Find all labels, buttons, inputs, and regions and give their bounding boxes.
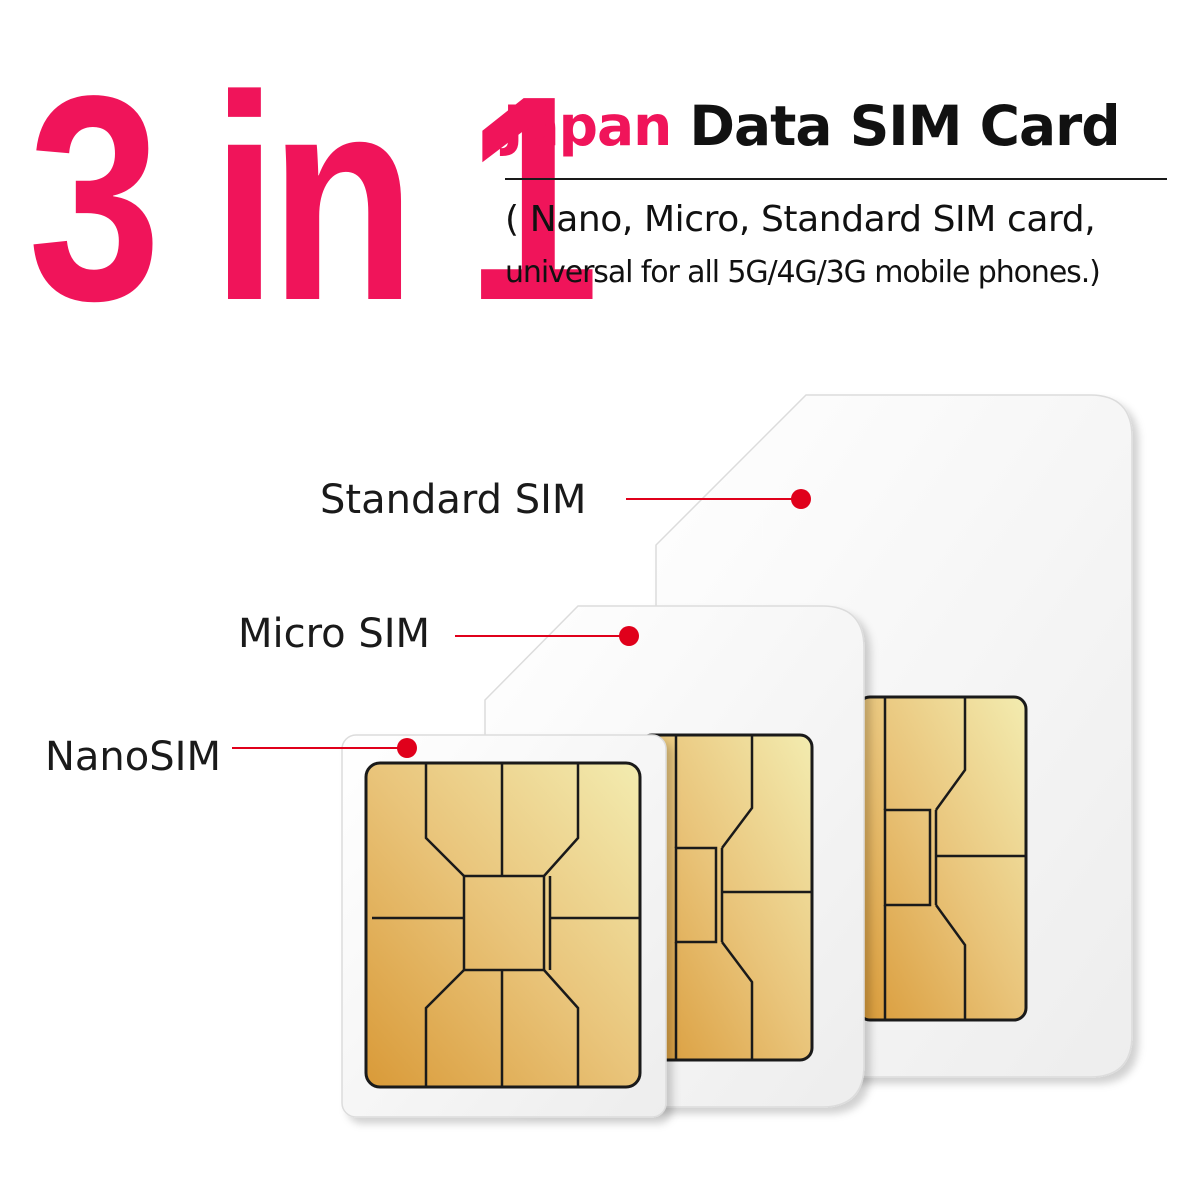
nano-sim-label: NanoSIM [45,734,221,780]
nano-sim-chip [364,761,642,1089]
headline-rest: Data SIM Card [671,94,1120,158]
nano-sim-pointer [232,738,417,758]
headline: Japan Data SIM Card [503,94,1121,158]
headline-divider [505,178,1167,180]
micro-sim-pointer [455,626,639,646]
standard-sim-pointer [626,489,811,509]
subtitle-line-2: universal for all 5G/4G/3G mobile phones… [505,255,1101,290]
micro-sim-label: Micro SIM [238,611,431,657]
hero-title: 3 in 1 [28,35,599,361]
standard-sim-label: Standard SIM [320,477,587,523]
headline-accent: Japan [503,94,672,158]
subtitle-line-1: ( Nano, Micro, Standard SIM card, [505,199,1096,240]
standard-sim-chip [856,695,1028,1022]
nano-sim-card [341,734,667,1118]
